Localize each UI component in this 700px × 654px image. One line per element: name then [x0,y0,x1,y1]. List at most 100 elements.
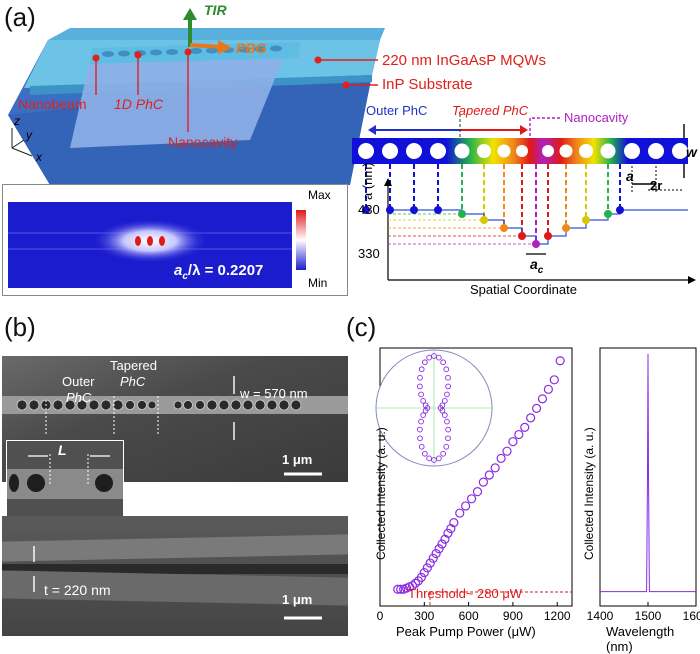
data-point [431,548,441,559]
colorbar [296,210,306,270]
data-point [422,563,432,573]
polar-point [421,450,428,457]
a-label: a [626,168,634,184]
left-xlabel: Peak Pump Power (μW) [396,624,536,639]
staircase [388,209,688,245]
panel-label-b: (b) [4,312,36,342]
sem-bottom-overlay [33,546,322,620]
plot-x-arrowhead [688,276,696,284]
polar-point [431,457,437,463]
polar-point [417,426,423,433]
polar-point [417,374,423,381]
data-point [466,494,477,504]
nanocavity-pointer [529,117,560,136]
taper-schematic [352,114,696,284]
sem-scale-2: 1 μm [282,592,313,607]
undercut-window [70,54,285,148]
data-point [502,446,512,456]
hole-drop-lines [365,164,621,244]
sem-top-overlay [45,376,322,476]
x-tick-label: 0 [377,609,384,623]
polar-point [418,443,425,450]
ratio-a: a [174,262,183,279]
sem-holes [16,399,302,411]
polar-point [417,383,423,390]
x-tick-label: 1200 [544,609,571,623]
ac-sub: c [537,264,544,276]
polar-point [445,435,451,442]
threshold-label: Threshold~ 280 μW [408,586,523,601]
colorbar-max: Max [308,188,331,202]
polar-points [417,353,451,463]
w-label: w [686,144,697,160]
schem-y-label: a (nm) [360,162,375,200]
polar-point [444,391,450,398]
axis-z: z [14,114,20,128]
right-xlabel: Wavelength (nm) [606,624,675,654]
polar-point [431,353,437,359]
data-point [531,403,542,413]
polar-point [443,366,450,373]
x-tick-label: 300 [414,609,434,623]
y-tick-330: 330 [358,246,380,261]
mode-lobes [135,236,165,246]
inset-hole-edge [9,474,19,492]
pbg-label: PBG [236,40,267,56]
tir-label: TIR [204,2,227,18]
polar-point [440,450,447,457]
polar-point [418,418,424,425]
pbg-arrowhead [218,40,232,54]
polar-point [436,455,442,462]
data-point [396,584,406,594]
sem-tapered: Tapered [110,358,157,373]
tapered-phc-label: Tapered PhC [452,103,529,118]
mqw-label: 220 nm InGaAsP MQWs [382,52,546,69]
panel-label-a: (a) [4,2,36,32]
outer-phc-label: Outer PhC [366,103,428,118]
x-tick-label: 1500 [635,609,662,623]
ratio-sub: c [182,271,188,282]
two-r-label: 2r [650,178,663,193]
panel-label-c: (c) [346,312,377,342]
data-point [393,584,403,594]
beam-holes [358,143,688,159]
left-chart-points [393,356,565,594]
nanocavity-schem-label: Nanocavity [564,110,629,125]
sem-t-label: t = 220 nm [44,582,111,598]
data-point [428,553,438,563]
schem-y-label-text: a (nm) [360,162,375,200]
polar-point [445,374,451,381]
data-point [490,463,500,473]
inset-L: L [58,442,67,458]
data-point [496,453,506,463]
spectrum-line [600,353,696,593]
polar-point [420,397,427,404]
data-point [461,501,471,511]
data-point [455,508,465,518]
data-point [537,394,548,404]
data-point [472,487,483,497]
sem-tapered-phc: PhC [120,374,146,389]
data-point [478,477,488,487]
panel-a-figure [8,8,385,185]
data-point [549,375,559,385]
x-tick-label: 1600 [683,609,700,623]
polar-point [445,426,451,433]
data-point [514,429,524,440]
polar-point [445,383,451,390]
inset-hole-right [95,474,113,492]
phc-label: 1D PhC [114,96,164,112]
nanobeam-label: Nanobeam [18,96,87,112]
data-point [520,422,530,433]
left-chart-frame [379,347,573,607]
data-point [416,572,426,582]
data-point [443,528,453,538]
data-point [449,518,459,528]
left-ylabel: Collected Intensity (a. u.) [374,427,388,560]
data-point [434,544,444,554]
tir-arrowhead [183,8,197,20]
data-point [425,558,435,568]
sem-w-label: w = 570 nm [240,386,308,401]
data-point [543,384,553,394]
sem-outer: Outer [62,374,95,389]
